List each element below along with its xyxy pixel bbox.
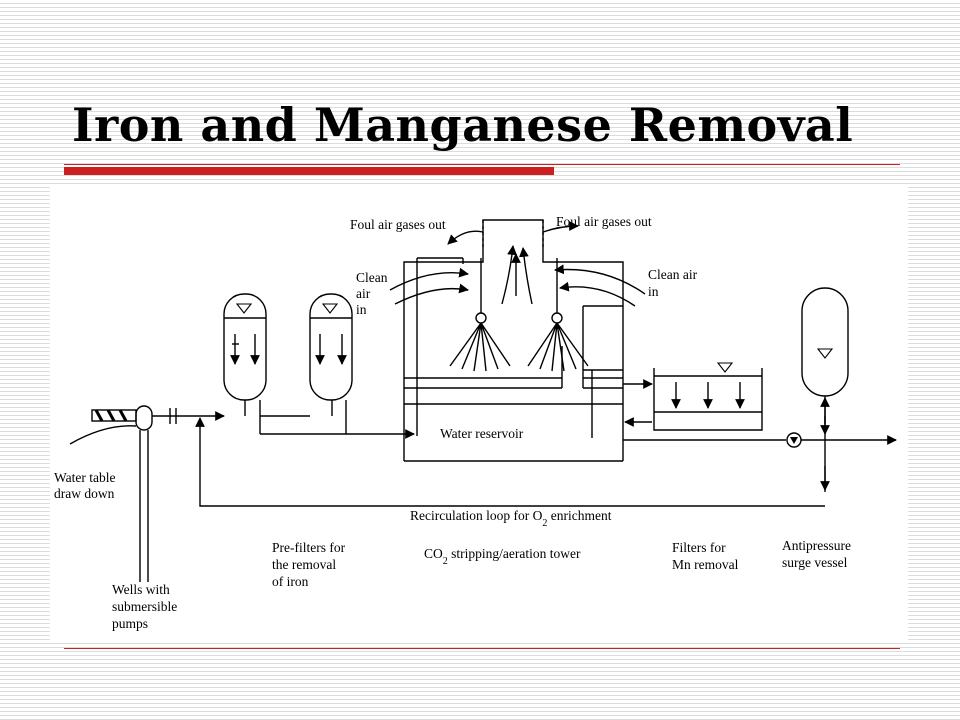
label-surge-vessel-1: Antipressure (782, 538, 851, 553)
recirculation-loop (195, 417, 825, 507)
air-up-arrow-1 (501, 245, 517, 305)
label-water-table-2: draw down (54, 486, 115, 501)
label-mn-filters-1: Filters for (672, 540, 726, 555)
label-clean-air-right-1: Clean air (648, 267, 698, 282)
title-underline-accent (64, 167, 554, 175)
recirc-text: Recirculation loop for O (410, 508, 543, 523)
label-wells-2: submersible (112, 599, 177, 614)
label-clean-air-left-2: air (356, 286, 371, 301)
label-clean-air-right-2: in (648, 284, 659, 299)
label-water-reservoir: Water reservoir (440, 426, 524, 441)
spray-nozzle-left (449, 312, 511, 372)
label-surge-vessel-2: surge vessel (782, 555, 848, 570)
footer-rule (64, 648, 900, 649)
pump-triangle (790, 437, 798, 444)
prefilter-1 (223, 293, 267, 401)
foul-air-arrow-left (447, 230, 484, 245)
tower-suffix: stripping/aeration tower (448, 546, 581, 561)
clean-air-arrow-right (554, 264, 646, 295)
aeration-tower (403, 219, 624, 462)
label-tower: CO2 stripping/aeration tower (424, 546, 581, 567)
water-table-curve (69, 425, 137, 445)
label-mn-filters-2: Mn removal (672, 557, 739, 572)
mn-filter-tank (653, 362, 763, 431)
tower-subscript: 2 (443, 556, 448, 567)
recirc-subscript: 2 (542, 518, 547, 529)
air-up-arrow-3 (519, 247, 533, 305)
label-wells-1: Wells with (112, 582, 170, 597)
well-group (69, 405, 177, 582)
label-recirculation: Recirculation loop for O2 enrichment (410, 508, 612, 529)
label-clean-air-left-1: Clean (356, 270, 388, 285)
page-title: Iron and Manganese Removal (72, 98, 854, 152)
process-diagram: Foul air gases out Foul air gases out Cl… (50, 186, 908, 642)
surge-vessel (801, 287, 849, 397)
label-foul-air-right: Foul air gases out (556, 214, 652, 229)
title-underline-thin (64, 164, 900, 165)
label-prefilters-1: Pre-filters for (272, 540, 346, 555)
spray-nozzle-right (527, 312, 589, 372)
label-water-table-1: Water table (54, 470, 116, 485)
foul-air-arrow-right (542, 221, 579, 233)
label-wells-3: pumps (112, 616, 148, 631)
recirc-suffix: enrichment (547, 508, 611, 523)
label-prefilters-2: the removal (272, 557, 336, 572)
tower-prefix: CO (424, 546, 443, 561)
diagram-labels: Foul air gases out Foul air gases out Cl… (54, 214, 851, 631)
clean-air-arrow-left (389, 267, 469, 291)
well-cap-hatch (94, 409, 128, 422)
prefilter-2 (309, 293, 353, 401)
label-clean-air-left-3: in (356, 302, 367, 317)
label-foul-air-left: Foul air gases out (350, 217, 446, 232)
clean-air-arrow-right-2 (559, 281, 636, 307)
clean-air-arrow-left-2 (394, 283, 469, 305)
submersible-pump (135, 405, 153, 431)
process-diagram-svg: Foul air gases out Foul air gases out Cl… (54, 214, 897, 631)
label-prefilters-3: of iron (272, 574, 309, 589)
